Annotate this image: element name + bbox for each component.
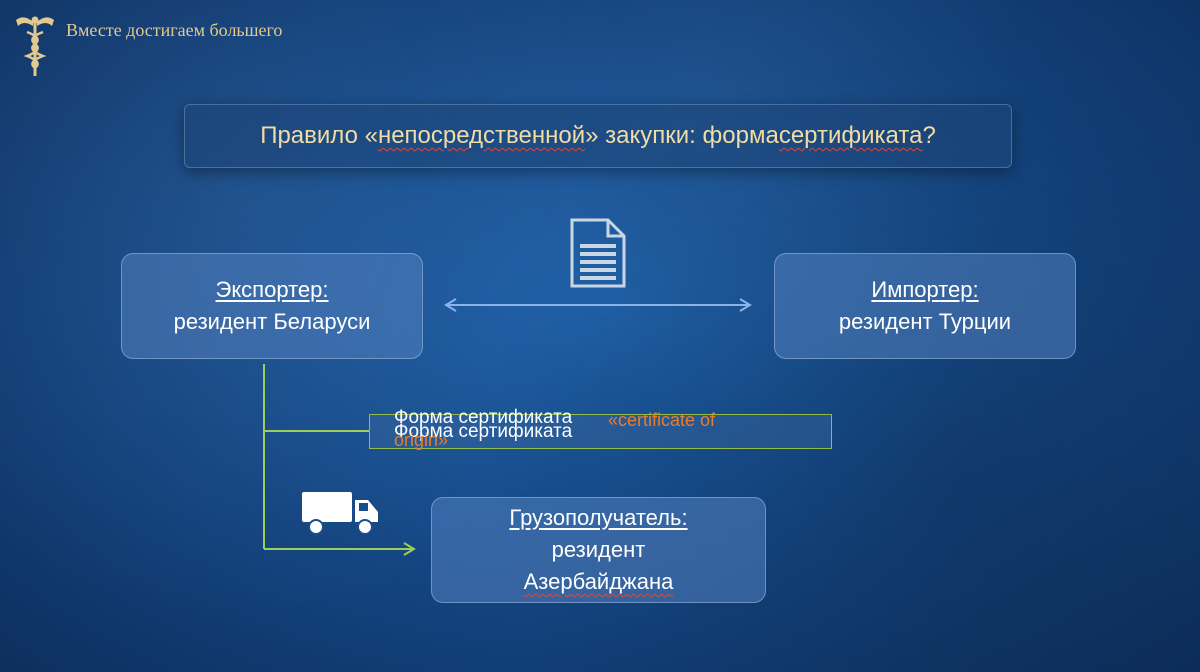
title-part: ? — [922, 122, 936, 149]
certificate-line-1: Форма сертификата — [394, 407, 573, 428]
slide-title: Правило «непосредственной» закупки: форм… — [184, 104, 1012, 168]
caduceus-logo-icon — [16, 16, 54, 76]
exporter-box: Экспортер: резидент Беларуси — [121, 253, 423, 359]
exporter-heading: Экспортер: — [215, 277, 329, 303]
title-emphasis: непосредственной — [377, 122, 586, 149]
company-tagline: Вместе достигаем большего — [66, 20, 283, 40]
consignee-text-line-1: резидент — [551, 537, 646, 563]
importer-text: резидент Турции — [838, 309, 1012, 334]
certificate-line-2: Форма сертификата — [394, 421, 573, 442]
document-icon — [570, 218, 626, 288]
certificate-form-box — [369, 414, 832, 449]
consignee-text-line-2: Азербайджана — [523, 568, 674, 594]
certificate-of-origin-label: «certificate of origin» — [394, 410, 716, 450]
truck-icon — [302, 492, 378, 535]
title-part: » закупки: форма — [585, 122, 779, 149]
exporter-text: резидент Беларуси — [173, 309, 371, 334]
title-part: Правило « — [260, 122, 378, 149]
consignee-heading: Грузополучатель: — [509, 505, 688, 531]
importer-box: Импортер: резидент Турции — [774, 253, 1076, 359]
importer-heading: Импортер: — [871, 277, 979, 303]
consignee-box: Грузополучатель: резидент Азербайджана — [431, 497, 766, 603]
title-emphasis: сертификата — [778, 122, 923, 149]
